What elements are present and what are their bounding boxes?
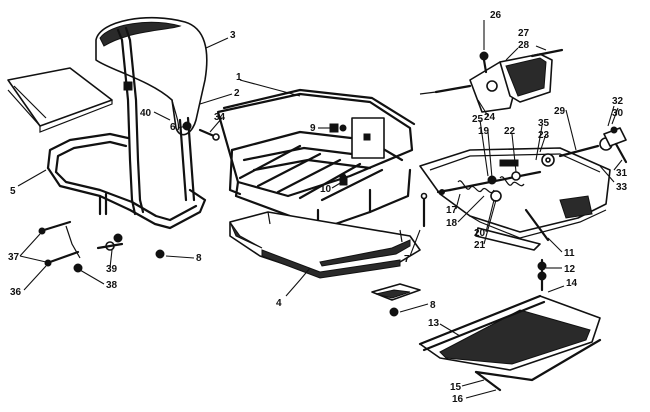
- callout-7: 7: [404, 254, 410, 265]
- callout-32: 32: [612, 96, 624, 107]
- backrest-pad: [95, 16, 208, 136]
- hitch-plate: [419, 147, 611, 251]
- callout-39: 39: [106, 264, 118, 275]
- callout-4: 4: [276, 298, 282, 309]
- tail-light: [419, 48, 564, 113]
- callout-13: 13: [428, 318, 440, 329]
- callout-6: 6: [170, 122, 176, 133]
- callout-labels: 1 2 3 4 5 6 7 8 8 9 10 11 12 13 14 15 16…: [8, 10, 628, 405]
- callout-40: 40: [140, 108, 152, 119]
- fasteners: [38, 121, 550, 317]
- seat-back-frame: [116, 26, 196, 202]
- callout-25: 25: [472, 114, 484, 125]
- callout-22: 22: [504, 126, 516, 137]
- small-bracket: [371, 283, 421, 301]
- callout-36: 36: [10, 287, 22, 298]
- callout-19: 19: [478, 126, 490, 137]
- callout-28: 28: [518, 40, 530, 51]
- callout-8-right: 8: [430, 300, 436, 311]
- callout-27: 27: [518, 28, 530, 39]
- callout-16: 16: [452, 394, 464, 405]
- hitch-pin-assembly: [541, 126, 628, 167]
- callout-20: 20: [474, 228, 486, 239]
- floor-panel: [7, 67, 113, 133]
- callout-17: 17: [446, 205, 458, 216]
- leader-lines: [17, 20, 623, 399]
- callout-12: 12: [564, 264, 576, 275]
- callout-37: 37: [8, 252, 20, 263]
- callout-5: 5: [10, 186, 16, 197]
- callout-8-left: 8: [196, 253, 202, 264]
- callout-23: 23: [538, 130, 550, 141]
- callout-11: 11: [564, 248, 575, 259]
- callout-34: 34: [214, 112, 226, 123]
- callout-35: 35: [538, 118, 550, 129]
- callout-9: 9: [310, 123, 316, 134]
- callout-2: 2: [234, 88, 240, 99]
- cargo-rack: [216, 88, 416, 232]
- callout-14: 14: [566, 278, 578, 289]
- mounting-base: [229, 211, 421, 279]
- callout-38: 38: [106, 280, 118, 291]
- callout-33: 33: [616, 182, 628, 193]
- callout-15: 15: [450, 382, 462, 393]
- mud-flap: [418, 258, 602, 392]
- callout-29: 29: [554, 106, 566, 117]
- callout-26: 26: [490, 10, 502, 21]
- callout-31: 31: [616, 168, 628, 179]
- callout-21: 21: [474, 240, 486, 251]
- callout-1: 1: [236, 72, 242, 83]
- seat-lower-frame: [46, 132, 207, 230]
- callout-10: 10: [320, 184, 332, 195]
- callout-30: 30: [612, 108, 624, 119]
- callout-3: 3: [230, 30, 236, 41]
- callout-24: 24: [484, 112, 496, 123]
- callout-18: 18: [446, 218, 458, 229]
